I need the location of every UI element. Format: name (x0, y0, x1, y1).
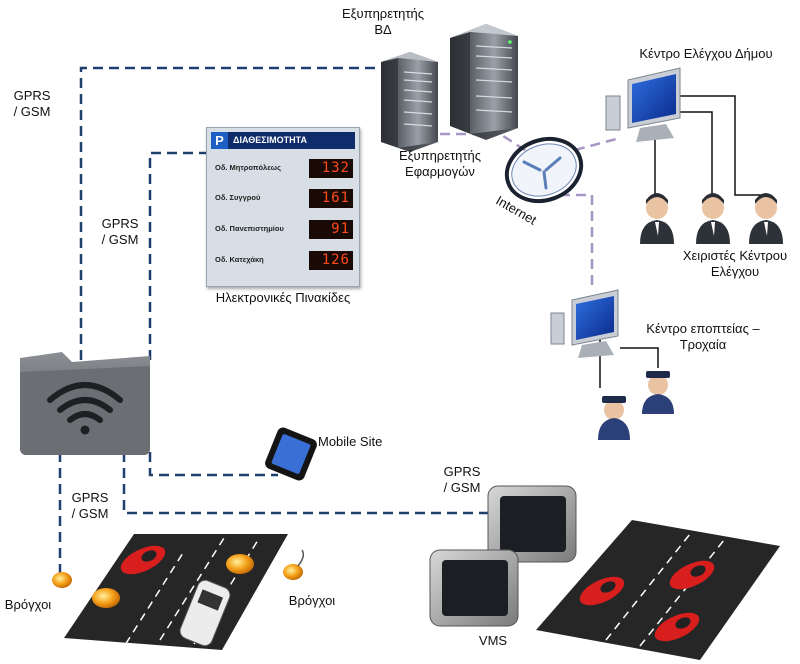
road-right (536, 520, 780, 660)
wireless-gateway-icon (20, 352, 150, 455)
loop-sensor-icon (283, 549, 305, 580)
vms-device-icon (429, 549, 519, 627)
sign-row-value: 161 (309, 189, 353, 208)
car-icon (669, 560, 715, 590)
link-internet-police (560, 193, 594, 285)
mobile-site-label: Mobile Site (318, 434, 382, 449)
control-center-label: Κέντρο Ελέγχου Δήμου (639, 46, 772, 61)
police-officer-icon (642, 371, 674, 414)
internet-label: Internet (493, 193, 539, 228)
internet-icon (504, 136, 584, 204)
gprs-links (58, 66, 490, 573)
signs-label: Ηλεκτρονικές Πινακίδες (216, 290, 350, 305)
loop-sensor-icon (52, 572, 72, 588)
loop-sensor-icon (92, 588, 120, 608)
sign-title: ΔΙΑΘΕΣΙΜΟΤΗΤΑ (233, 135, 307, 145)
operator-icon (640, 193, 674, 244)
link-operator-2 (672, 111, 713, 195)
sign-row: Οδ. Πανεπιστημίου 91 (213, 219, 355, 241)
police-officer-icon (598, 396, 630, 440)
sign-row-value: 91 (309, 220, 353, 239)
control-center-computer-icon (605, 67, 681, 142)
sign-row: Οδ. Συγγρού 161 (213, 188, 355, 210)
gprs-label-4: GPRS/ GSM (444, 464, 481, 495)
sign-row-street: Οδ. Κατεχάκη (215, 255, 264, 264)
link-app-server-internet (440, 132, 529, 154)
sign-row-street: Οδ. Συγγρού (215, 193, 261, 202)
gprs-label-2: GPRS/ GSM (102, 216, 139, 247)
link-vms (122, 452, 490, 515)
sign-row-street: Οδ. Πανεπιστημίου (215, 224, 284, 233)
link-internet-control (574, 136, 621, 152)
link-folder-to-db-server (79, 66, 392, 360)
sign-row-street: Οδ. Μητροπόλεως (215, 163, 282, 172)
link-police-2 (620, 347, 659, 368)
police-computer-icon (550, 289, 619, 358)
sign-row: Οδ. Μητροπόλεως 132 (213, 158, 355, 180)
app-server-icon (450, 24, 518, 140)
gprs-label-1: GPRS/ GSM (14, 88, 51, 119)
car-icon (179, 579, 231, 647)
vms-device-icon (487, 485, 577, 563)
operator-icon (696, 193, 730, 244)
loops-left-label: Βρόγχοι (5, 597, 52, 612)
gprs-label-3: GPRS/ GSM (72, 490, 109, 521)
loop-sensor-icon (226, 554, 254, 574)
sign-row-value: 132 (309, 159, 353, 178)
link-to-signs (148, 151, 206, 360)
sign-row-value: 126 (309, 251, 353, 270)
police-center-label: Κέντρο εποπτείας –Τροχαία (646, 321, 760, 352)
parking-availability-sign: P ΔΙΑΘΕΣΙΜΟΤΗΤΑ Οδ. Μητροπόλεως 132 Οδ. … (206, 127, 360, 287)
car-icon (654, 612, 700, 642)
car-icon (579, 576, 625, 606)
parking-icon: P (211, 132, 228, 149)
loops-right-label: Βρόγχοι (289, 593, 336, 608)
operator-icon (749, 193, 783, 244)
vms-label: VMS (479, 633, 508, 648)
link-operator-3 (680, 95, 764, 196)
car-icon (120, 545, 166, 575)
mobile-phone-icon (265, 427, 317, 481)
sign-header: P ΔΙΑΘΕΣΙΜΟΤΗΤΑ (211, 132, 355, 149)
sign-row: Οδ. Κατεχάκη 126 (213, 250, 355, 272)
db-server-icon (381, 52, 438, 152)
internet-links (440, 132, 621, 285)
link-mobile-site (148, 452, 278, 477)
